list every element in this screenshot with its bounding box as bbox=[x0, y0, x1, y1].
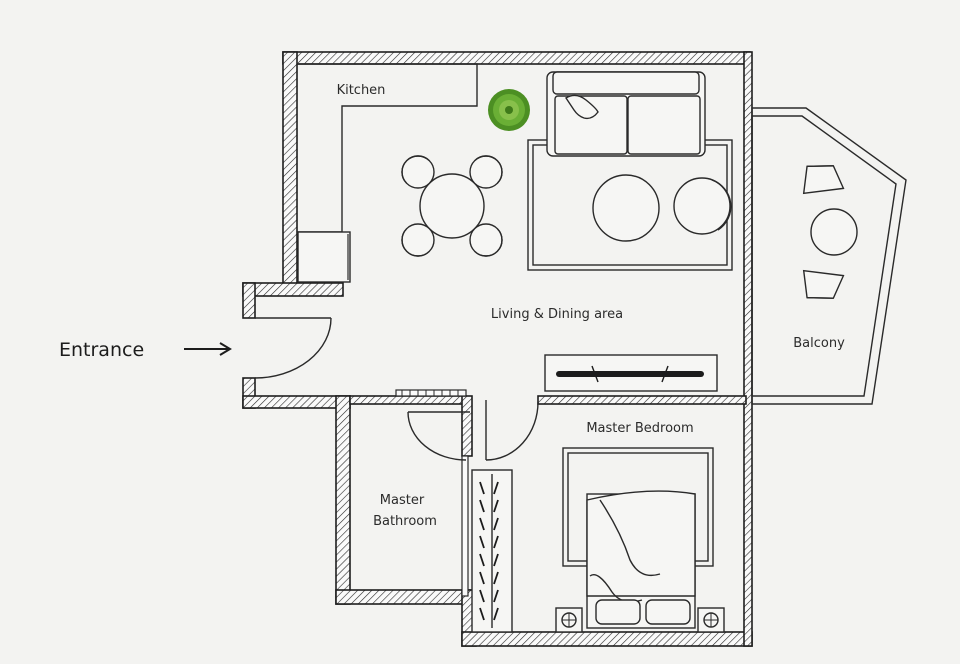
tv-icon bbox=[556, 371, 704, 377]
sofa-cushion-left bbox=[554, 95, 628, 155]
bed-pillow-right bbox=[645, 599, 691, 625]
balcony-table bbox=[810, 208, 858, 256]
dining-chair bbox=[469, 155, 503, 189]
wall-bottom bbox=[461, 631, 753, 647]
wall-bath-right-top bbox=[461, 395, 473, 457]
dining-chair bbox=[469, 223, 503, 257]
wall-bath-bottom bbox=[335, 589, 475, 605]
dining-chair bbox=[401, 223, 435, 257]
plant-icon bbox=[488, 89, 530, 131]
dining-table bbox=[419, 173, 485, 239]
balcony-outline bbox=[751, 107, 907, 405]
bed-blanket bbox=[586, 490, 696, 597]
wall-bed-top bbox=[537, 395, 747, 405]
balcony-chair bbox=[802, 165, 845, 195]
wall-top bbox=[282, 51, 751, 65]
kitchen-label: Kitchen bbox=[337, 83, 386, 98]
entrance-label: Entrance bbox=[59, 339, 144, 361]
nightstand-right bbox=[697, 607, 725, 633]
bed-blanket-fold bbox=[599, 499, 661, 577]
wall-right bbox=[743, 51, 753, 647]
balcony-label: Balcony bbox=[793, 336, 845, 351]
bathroom-label-line2: Bathroom bbox=[373, 514, 437, 529]
entrance-door-swing bbox=[254, 317, 332, 379]
exterior-walls bbox=[242, 51, 753, 647]
wall-entrance-left-top bbox=[242, 282, 256, 319]
bath-door-swing bbox=[407, 411, 467, 461]
armchair-back bbox=[711, 179, 732, 231]
living-furniture bbox=[401, 71, 733, 392]
bedroom-label: Master Bedroom bbox=[586, 421, 693, 436]
bed-pillow-left bbox=[595, 599, 641, 625]
bedroom-furniture bbox=[471, 447, 725, 633]
dining-chairs bbox=[401, 155, 503, 257]
wall-entrance-top bbox=[242, 282, 344, 297]
wall-bath-top bbox=[349, 395, 467, 405]
nightstand-left bbox=[555, 607, 583, 633]
kitchen-appliance bbox=[297, 231, 351, 283]
coffee-table bbox=[592, 174, 660, 242]
balcony bbox=[751, 107, 907, 405]
balcony-chair bbox=[802, 269, 845, 299]
wall-left-upper bbox=[282, 51, 298, 285]
wall-bath-right bbox=[461, 455, 469, 597]
dining-chair bbox=[401, 155, 435, 189]
bedroom-door-swing bbox=[485, 401, 539, 461]
sofa-pillow bbox=[565, 94, 599, 120]
wall-bath-left bbox=[335, 395, 351, 605]
living-label: Living & Dining area bbox=[491, 307, 623, 322]
doors bbox=[254, 317, 539, 461]
entrance-arrow-icon bbox=[184, 342, 232, 356]
balcony-railing bbox=[751, 115, 897, 397]
sofa-cushion-right bbox=[627, 95, 701, 155]
sofa-back bbox=[552, 71, 700, 95]
armchair bbox=[673, 177, 731, 235]
bath-vanity bbox=[395, 389, 467, 397]
bathroom-label-line1: Master bbox=[380, 493, 425, 508]
interior-walls bbox=[297, 63, 747, 597]
wall-entrance-bottom bbox=[242, 395, 351, 409]
wardrobe-hangers bbox=[479, 481, 499, 621]
